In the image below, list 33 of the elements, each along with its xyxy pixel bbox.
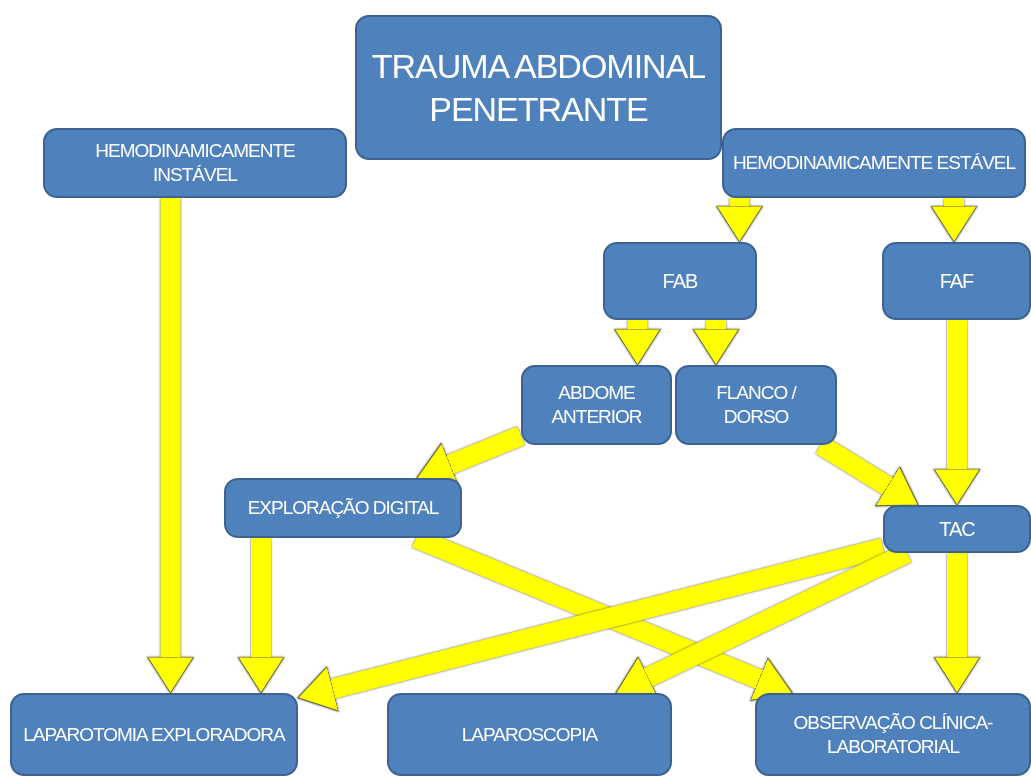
process-box xyxy=(387,693,672,776)
arrow xyxy=(614,320,661,366)
process-box xyxy=(883,505,1031,553)
process-box xyxy=(882,242,1031,320)
box-label: LAPAROTOMIA EXPLORADORA xyxy=(23,722,285,747)
process-box xyxy=(675,365,837,445)
process-box xyxy=(224,478,462,538)
box-label: FAB xyxy=(662,268,698,294)
arrow xyxy=(716,198,763,243)
box-label: HEMODINAMICAMENTE INSTÁVEL xyxy=(94,139,296,187)
arrow xyxy=(933,320,981,506)
arrow xyxy=(297,538,886,712)
process-box xyxy=(43,128,347,198)
box-label: FAF xyxy=(939,268,974,294)
process-box xyxy=(603,242,757,320)
arrow xyxy=(933,553,981,694)
process-box xyxy=(521,365,672,445)
box-label: FLANCO / DORSO xyxy=(715,381,798,429)
box-label: LAPAROSCOPIA xyxy=(461,722,598,747)
arrow xyxy=(147,198,194,694)
arrow xyxy=(930,198,978,243)
box-label: EXPLORAÇÃO DIGITAL xyxy=(247,496,439,520)
box-label: HEMODINAMICAMENTE ESTÁVEL xyxy=(732,151,1016,175)
arrow xyxy=(692,320,740,366)
process-box xyxy=(722,128,1026,198)
box-label: TAC xyxy=(939,516,975,542)
process-box xyxy=(755,693,1031,776)
box-label: OBSERVAÇÃO CLÍNICA-LABORATORIAL xyxy=(792,710,994,759)
box-label: ABDOME ANTERIOR xyxy=(550,381,643,429)
process-box xyxy=(10,693,298,776)
arrow xyxy=(237,538,285,694)
process-box xyxy=(355,15,722,160)
box-label: TRAUMA ABDOMINAL PENETRANTE xyxy=(370,46,707,130)
